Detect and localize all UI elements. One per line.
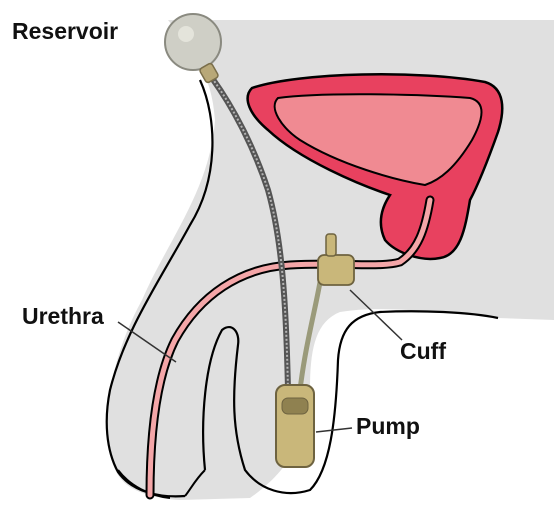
pump-leader bbox=[316, 428, 352, 432]
reservoir-balloon-icon bbox=[165, 14, 221, 83]
cuff-label: Cuff bbox=[400, 340, 446, 363]
reservoir-label: Reservoir bbox=[12, 20, 118, 43]
urethra-label: Urethra bbox=[22, 305, 104, 328]
pump-label: Pump bbox=[356, 415, 420, 438]
pump-bulb-icon bbox=[276, 385, 314, 467]
